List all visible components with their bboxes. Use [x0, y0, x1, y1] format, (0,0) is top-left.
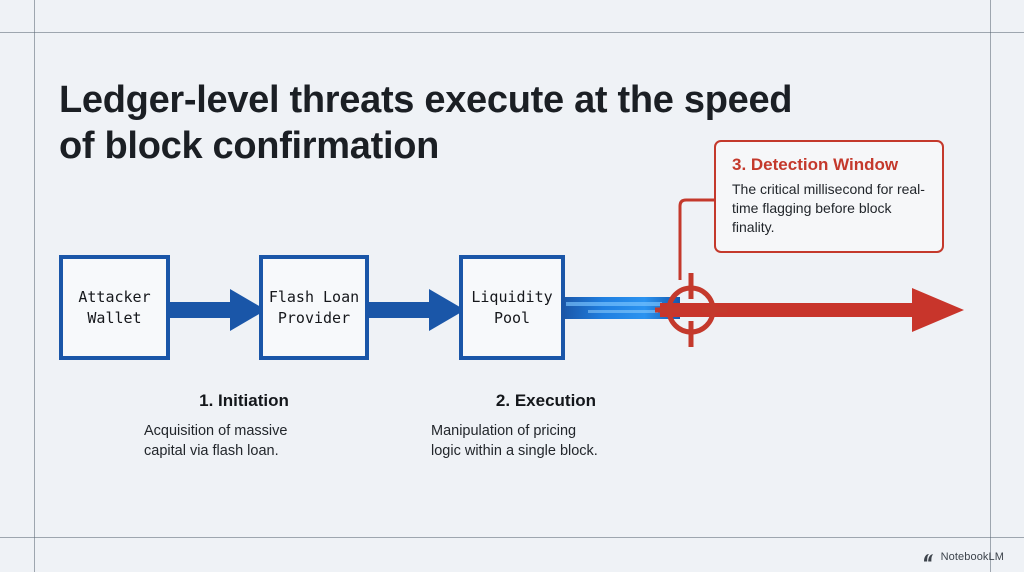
guide-line-right [990, 0, 991, 572]
step-title: 2. Execution [495, 391, 597, 410]
callout-body: The critical millisecond for real-time f… [732, 181, 925, 235]
flow-arrow-provider-to-pool [367, 289, 465, 331]
flow-arrow-wallet-to-provider [168, 289, 266, 331]
flow-glow-segment [562, 297, 680, 319]
callout-detection-window[interactable]: 3. Detection Window The critical millise… [714, 140, 944, 253]
guide-line-left [34, 0, 35, 572]
notebooklm-watermark: NotebookLM [923, 551, 1004, 563]
step-description: Acquisition of massive capital via flash… [144, 423, 288, 459]
watermark-label: NotebookLM [940, 551, 1004, 563]
flow-node-label: Attacker Wallet [78, 287, 151, 327]
crosshair-target-icon[interactable] [655, 269, 727, 351]
notebooklm-logo-icon [923, 553, 933, 561]
guide-line-bottom [0, 537, 1024, 538]
flow-node-label: Flash Loan Provider [268, 287, 360, 327]
page-title-line-2: of block confirmation [59, 125, 440, 168]
step-caption-initiation: 1. Initiation Acquisition of massive cap… [144, 390, 344, 461]
callout-leader-line [678, 198, 718, 280]
flow-node-flash-loan-provider[interactable]: Flash Loan Provider [259, 255, 369, 360]
page-title-line-1: Ledger-level threats execute at the spee… [59, 79, 793, 122]
step-description: Manipulation of pricing logic within a s… [431, 423, 598, 459]
flow-node-label: Liquidity Pool [471, 287, 553, 327]
step-title: 1. Initiation [199, 391, 289, 410]
guide-line-top [0, 32, 1024, 33]
page-title: Ledger-level threats execute at the spee… [59, 77, 899, 169]
flow-node-attacker-wallet[interactable]: Attacker Wallet [59, 255, 170, 360]
step-caption-execution: 2. Execution Manipulation of pricing log… [431, 390, 661, 461]
flow-arrow-outgoing-red [660, 288, 964, 332]
callout-title: 3. Detection Window [732, 155, 899, 174]
flow-node-liquidity-pool[interactable]: Liquidity Pool [459, 255, 565, 360]
